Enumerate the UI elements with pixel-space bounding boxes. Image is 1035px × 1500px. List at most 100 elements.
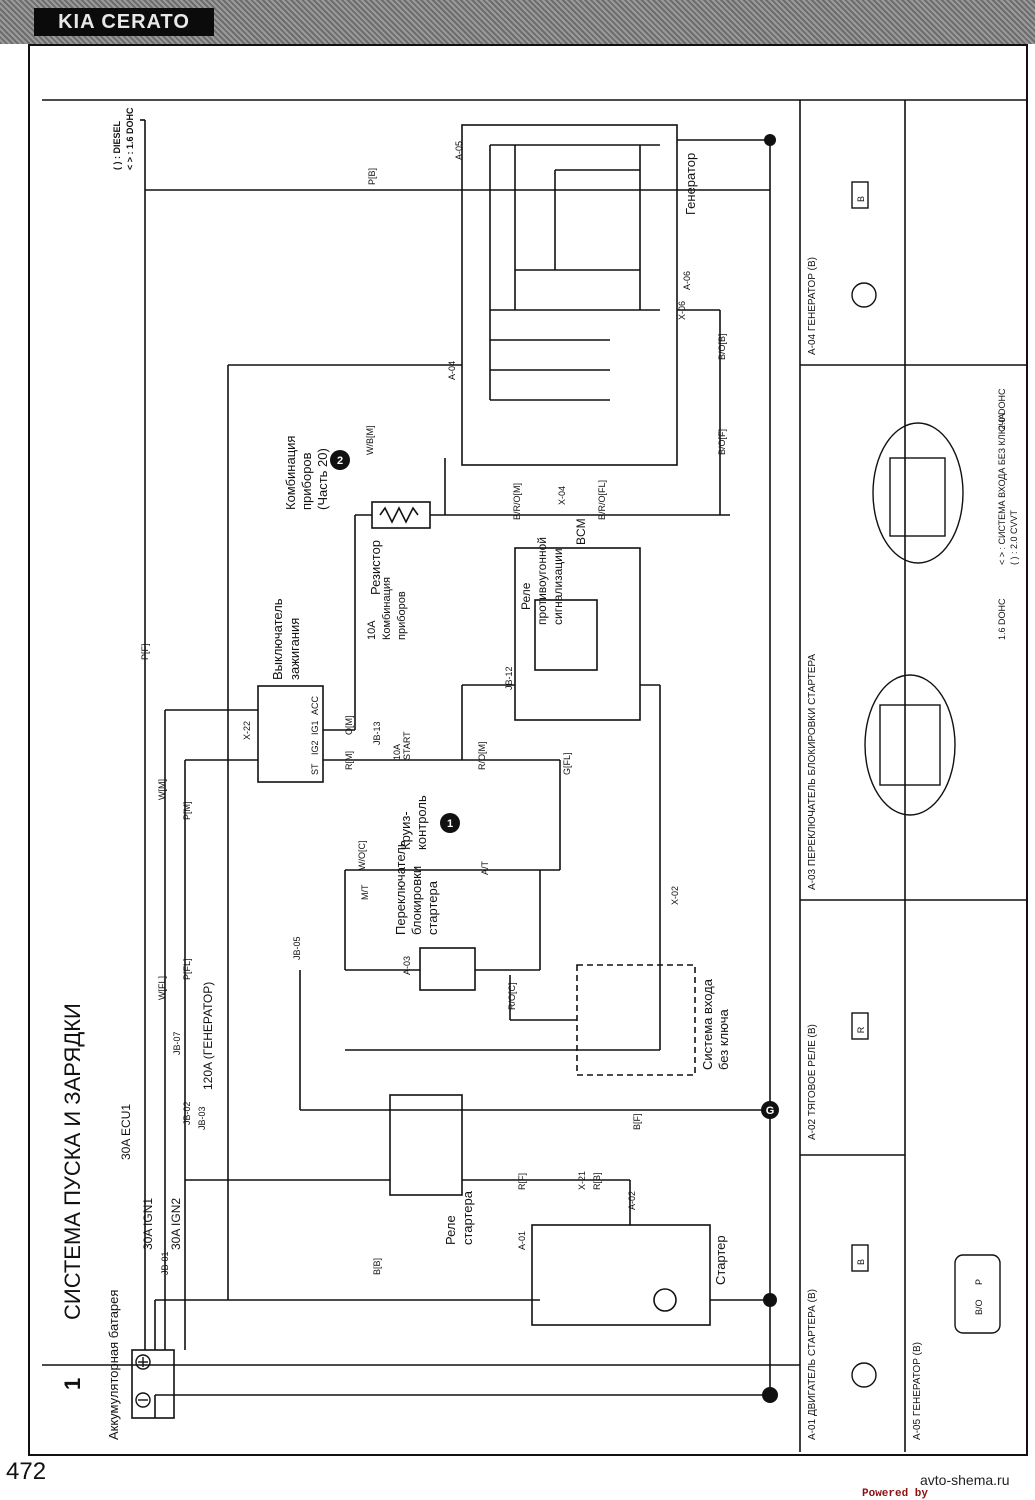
connector-label: X-02 xyxy=(670,886,680,905)
wire-label: P[M] xyxy=(182,801,192,820)
wire-label: O[M] xyxy=(344,716,354,736)
panel-a04-title: A-04 ГЕНЕРАТОР (B) xyxy=(807,257,818,355)
connector-label: A-03 xyxy=(402,956,412,975)
cluster-label-3: (Часть 20) xyxy=(315,448,330,510)
connector-label: X-04 xyxy=(557,486,567,505)
ign-terminal-label: IG2 xyxy=(310,740,320,755)
wire-label: R[B] xyxy=(592,1172,602,1190)
wire-label: B/R/O[M] xyxy=(512,483,522,520)
panel-dohc16: 1.6 DOHC xyxy=(997,598,1007,640)
connector-label: X-22 xyxy=(242,721,252,740)
fuse-ign1: 30A IGN1 xyxy=(141,1198,155,1250)
panel-keyless: < > : СИСТЕМА ВХОДА БЕЗ КЛЮЧА xyxy=(997,414,1007,566)
inhibitor-label: Переключатель xyxy=(393,840,408,935)
wire-label: R/O[M] xyxy=(477,742,487,771)
connector-label: A-05 xyxy=(454,141,464,160)
diagram-frame xyxy=(28,44,1028,1456)
panel-a05-title: A-05 ГЕНЕРАТОР (B) xyxy=(912,1342,923,1440)
wire-label: W[FL] xyxy=(157,976,167,1000)
wire-label: P[FL] xyxy=(182,958,192,980)
wire-label: R[M] xyxy=(344,751,354,770)
pin-b-a04: B xyxy=(856,196,866,202)
connector-label: JB-13 xyxy=(372,721,382,745)
connector-label: JB-03 xyxy=(197,1106,207,1130)
wire-label: R/O[C] xyxy=(507,982,517,1010)
footer-site: avto-shema.ru xyxy=(920,1472,1010,1488)
ignition-switch-label-2: зажигания xyxy=(287,618,302,680)
connector-label: JB-01 xyxy=(160,1251,170,1275)
wire-label: P[B] xyxy=(367,168,377,185)
fuse-start: 10A xyxy=(392,744,402,760)
connector-label: JB-07 xyxy=(172,1031,182,1055)
panel-cvvt: ( ) : 2.0 CVVT xyxy=(1009,509,1019,565)
brand-label: KIA CERATO xyxy=(34,8,214,36)
resistor-label: Резистор xyxy=(368,540,383,595)
fuse-cluster-2: Комбинация xyxy=(381,577,393,640)
starter-relay-label: Реле xyxy=(443,1215,458,1245)
pin-r-a02: R xyxy=(856,1026,866,1033)
ign-terminal-label: ST xyxy=(310,763,320,775)
fuse-cluster: 10A xyxy=(366,620,378,640)
cluster-label: Комбинация xyxy=(283,436,298,510)
connector-label: X-21 xyxy=(577,1171,587,1190)
page-header-bar: KIA CERATO xyxy=(0,0,1035,44)
inhibitor-label-2: блокировки xyxy=(409,866,424,935)
panel-dohc20: 2.0 DOHC xyxy=(997,388,1007,430)
svg-text:2: 2 xyxy=(337,455,343,467)
keyless-label-2: без ключа xyxy=(716,1009,731,1070)
ign-terminal-label: ACC xyxy=(310,695,320,715)
wire-label: W/B[M] xyxy=(365,426,375,456)
wire-label: B[B] xyxy=(372,1258,382,1275)
mt-label: M/T xyxy=(360,884,370,900)
connector-label: JB-05 xyxy=(292,936,302,960)
cruise-label-2: контроль xyxy=(414,795,429,850)
wire-label: W/O[C] xyxy=(357,841,367,871)
pin-bo-a05: B/O xyxy=(974,1299,984,1315)
legend-dohc: < > : 1.6 DOHC xyxy=(125,107,135,170)
bcm-relay-label-3: сигнализации xyxy=(551,548,565,625)
wire-label: B[F] xyxy=(632,1113,642,1130)
fuse-ecu1: 30A ECU1 xyxy=(119,1104,133,1160)
wire-label: B/O[B] xyxy=(717,333,727,360)
legend-diesel: ( ) : DIESEL xyxy=(112,120,122,170)
panel-a01-title: A-01 ДВИГАТЕЛЬ СТАРТЕРА (B) xyxy=(807,1289,818,1440)
ignition-switch-label: Выключатель xyxy=(270,598,285,680)
panel-a02-title: A-02 ТЯГОВОЕ РЕЛЕ (B) xyxy=(807,1024,818,1140)
wire-label: B/O[F] xyxy=(717,429,727,455)
wire-label: W[M] xyxy=(157,779,167,800)
wire-label: R[F] xyxy=(517,1173,527,1190)
svg-text:G: G xyxy=(766,1105,775,1117)
fuse-cluster-3: приборов xyxy=(396,591,408,640)
wire-label: B/R/O[FL] xyxy=(597,480,607,520)
connector-label: JB-12 xyxy=(504,666,514,690)
footer-powered: Powered by xyxy=(862,1488,929,1500)
connector-label: JB-02 xyxy=(182,1101,192,1125)
svg-text:1: 1 xyxy=(447,818,453,830)
ign-terminal-label: IG1 xyxy=(310,720,320,735)
fuse-start-2: START xyxy=(402,731,412,760)
section-number: 1 xyxy=(60,1378,85,1390)
connector-label: A-06 xyxy=(682,271,692,290)
fuse-gen: 120A (ГЕНЕРАТОР) xyxy=(201,982,215,1090)
connector-label: X-06 xyxy=(677,301,687,320)
bcm-relay-label-2: противоугонной xyxy=(535,537,549,625)
bcm-relay-label: Реле xyxy=(519,582,533,610)
diagram-title: СИСТЕМА ПУСКА И ЗАРЯДКИ xyxy=(60,1003,85,1320)
keyless-label: Система входа xyxy=(700,978,715,1070)
at-label: A/T xyxy=(480,860,490,875)
connector-label: A-02 xyxy=(627,1191,637,1210)
bcm-label: BCM xyxy=(574,518,588,545)
pin-p-a05: P xyxy=(974,1279,984,1285)
page-number: 472 xyxy=(6,1458,47,1485)
starter-relay-label-2: стартера xyxy=(460,1190,475,1245)
connector-label: A-01 xyxy=(517,1231,527,1250)
wire-label: G[FL] xyxy=(562,752,572,775)
cluster-label-2: приборов xyxy=(299,452,314,510)
inhibitor-label-3: стартера xyxy=(425,880,440,935)
cruise-label: Круиз- xyxy=(398,811,413,850)
wire-label: P[F] xyxy=(140,643,150,660)
starter-label: Стартер xyxy=(713,1235,728,1285)
panel-a03-title: A-03 ПЕРЕКЛЮЧАТЕЛЬ БЛОКИРОВКИ СТАРТЕРА xyxy=(807,654,818,890)
pin-b-a01: B xyxy=(856,1259,866,1265)
